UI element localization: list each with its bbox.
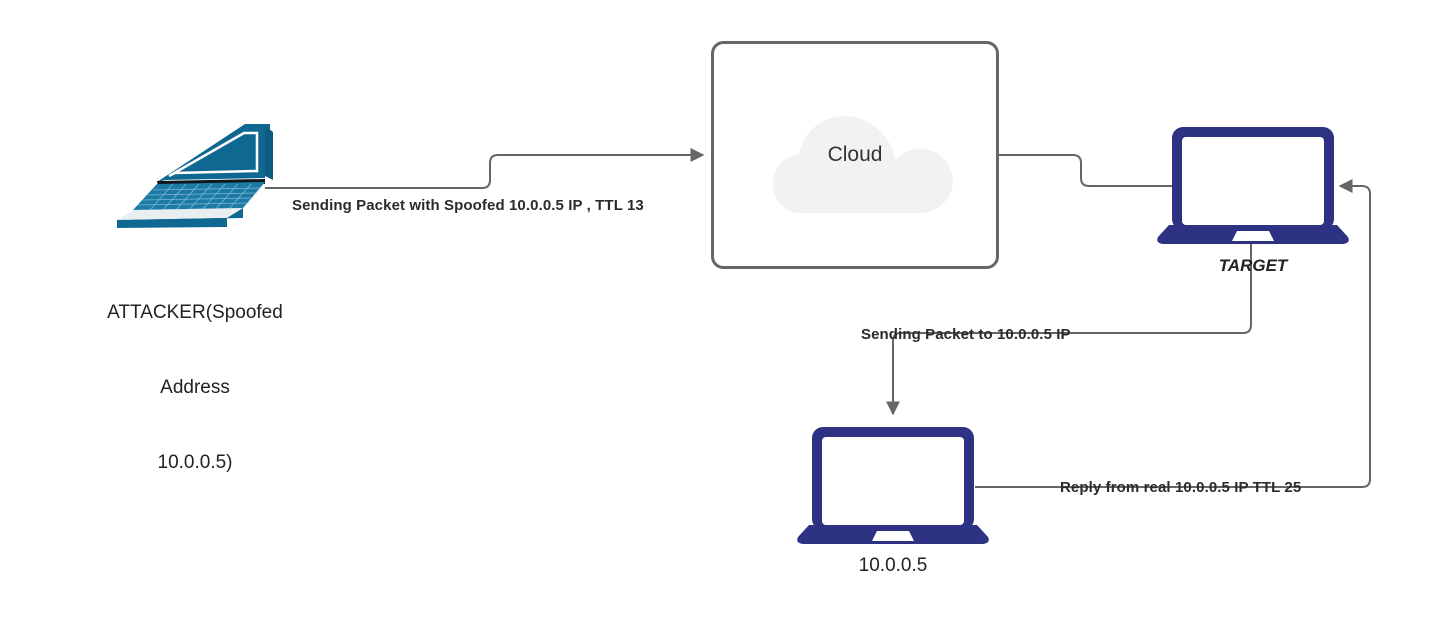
target-label: TARGET: [1218, 256, 1288, 275]
cloud-icon: [772, 116, 954, 214]
attacker-label-line-1: ATTACKER(Spoofed: [107, 302, 283, 323]
node-cloud[interactable]: [711, 41, 999, 269]
wire-attacker-to-cloud: [265, 148, 705, 189]
laptop-icon: [797, 427, 989, 544]
node-victim[interactable]: [795, 425, 991, 547]
laptop-icon: [1157, 127, 1349, 244]
victim-label: 10.0.0.5: [858, 555, 928, 576]
laptop-isometric-icon: [117, 124, 273, 228]
node-target[interactable]: [1155, 125, 1351, 247]
node-attacker[interactable]: [105, 118, 285, 228]
cloud-container: [711, 41, 999, 269]
attacker-label-line-2: Address: [160, 377, 230, 398]
cloud-label: Cloud: [827, 143, 883, 166]
attacker-label: ATTACKER(Spoofed Address 10.0.0.5): [55, 250, 335, 525]
edge-label-target-to-victim: Sending Packet to 10.0.0.5 IP: [861, 326, 1071, 343]
edge-label-attacker-to-cloud: Sending Packet with Spoofed 10.0.0.5 IP …: [292, 197, 644, 214]
attacker-label-line-3: 10.0.0.5): [157, 452, 233, 473]
wire-cloud-to-target: [997, 154, 1172, 187]
edge-label-victim-to-target: Reply from real 10.0.0.5 IP TTL 25: [1060, 479, 1302, 496]
